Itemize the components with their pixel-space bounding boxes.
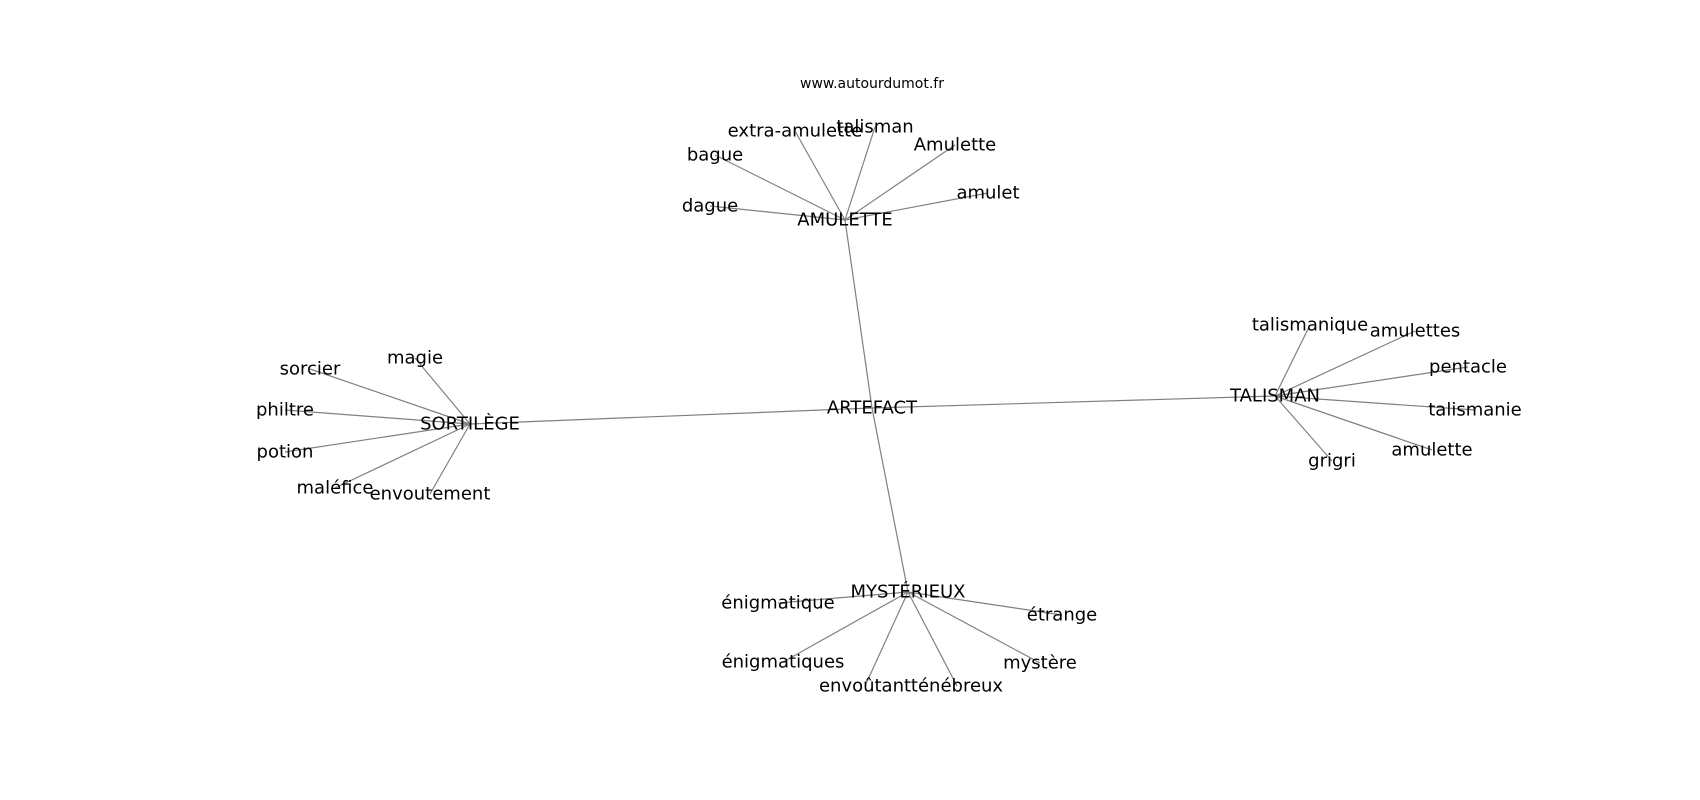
- edge-branch-2-leaf-4: [1274, 395, 1433, 451]
- leaf-node: magie: [387, 348, 443, 369]
- edge-branch-2-leaf-2: [1274, 366, 1469, 397]
- edge-layer: [284, 126, 1476, 687]
- edge-center-to-2: [871, 395, 1276, 409]
- edge-branch-1-leaf-2: [284, 409, 471, 425]
- edge-branch-2-leaf-1: [1274, 330, 1416, 397]
- edge-branch-0-leaf-2: [794, 130, 846, 221]
- leaf-node: énigmatiques: [722, 652, 845, 673]
- edge-branch-0-leaf-1: [714, 154, 846, 221]
- branch-node: AMULETTE: [797, 210, 892, 231]
- leaf-node: sorcier: [280, 359, 341, 380]
- edge-branch-2-leaf-0: [1274, 324, 1311, 397]
- edge-branch-3-leaf-2: [864, 591, 909, 687]
- edge-center-to-3: [871, 407, 909, 593]
- leaf-node: maléfice: [297, 478, 374, 499]
- edge-branch-1-leaf-1: [414, 357, 471, 425]
- edge-branch-3-leaf-5: [907, 591, 1063, 616]
- leaf-node: dague: [682, 196, 738, 217]
- leaf-node: étrange: [1027, 605, 1097, 626]
- edge-branch-0-leaf-0: [709, 205, 846, 221]
- edge-branch-1-leaf-4: [334, 423, 471, 489]
- edge-branch-1-leaf-0: [309, 368, 471, 425]
- leaf-node: pentacle: [1429, 357, 1507, 378]
- leaf-node: mystère: [1003, 653, 1077, 674]
- leaf-node: bague: [687, 145, 743, 166]
- leaf-node: talismanie: [1428, 400, 1522, 421]
- edge-branch-1-leaf-5: [429, 423, 471, 495]
- edge-branch-0-leaf-5: [844, 192, 989, 221]
- label-layer: ARTEFACT AMULETTE dague bague extra-amulette…: [256, 117, 1522, 697]
- leaf-node: ténébreux: [911, 676, 1004, 697]
- edge-branch-2-leaf-3: [1274, 395, 1476, 411]
- leaf-node: amulettes: [1370, 321, 1461, 342]
- edge-branch-3-leaf-0: [777, 591, 909, 604]
- leaf-node: talismanique: [1252, 315, 1368, 336]
- leaf-node: potion: [257, 442, 314, 463]
- leaf-node: extra-amulette: [728, 121, 863, 142]
- source-label: www.autourdumot.fr: [800, 76, 944, 92]
- edge-center-to-0: [844, 219, 873, 409]
- leaf-node: amulette: [1391, 440, 1472, 461]
- leaf-node: philtre: [256, 400, 314, 421]
- leaf-node: grigri: [1308, 451, 1356, 472]
- leaf-node: énigmatique: [721, 593, 834, 614]
- branch-node: SORTILÈGE: [420, 413, 520, 435]
- branch-node: TALISMAN: [1229, 386, 1320, 407]
- center-node: ARTEFACT: [827, 398, 918, 419]
- edge-branch-3-leaf-3: [907, 591, 958, 687]
- leaf-node: envoutement: [370, 484, 491, 505]
- edge-branch-2-leaf-5: [1274, 395, 1333, 462]
- edge-branch-0-leaf-4: [844, 144, 956, 221]
- edge-branch-3-leaf-4: [907, 591, 1041, 664]
- edge-branch-0-leaf-3: [844, 126, 876, 221]
- edge-branch-1-leaf-3: [284, 423, 471, 453]
- leaf-node: envoûtant: [819, 676, 911, 697]
- edge-branch-3-leaf-1: [782, 591, 909, 663]
- leaf-node: talisman: [836, 117, 913, 138]
- leaf-node: Amulette: [914, 135, 997, 156]
- branch-node: MYSTÉRIEUX: [850, 581, 965, 603]
- edge-center-to-1: [469, 407, 873, 425]
- leaf-node: amulet: [956, 183, 1019, 204]
